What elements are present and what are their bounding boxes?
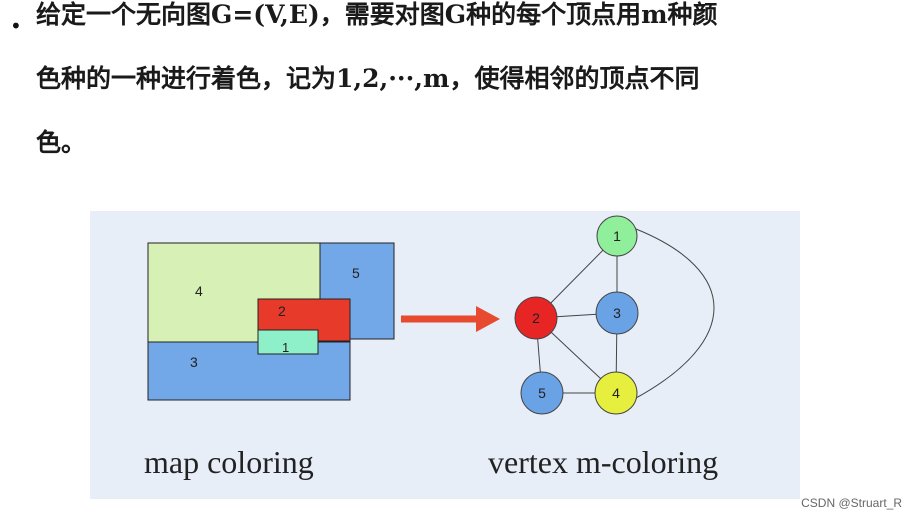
coloring-figure: 4 5 3 2 1 1 2 — [90, 211, 800, 499]
graph-node-4-label: 4 — [612, 385, 620, 401]
map-label-3: 3 — [190, 354, 198, 370]
graph-node-2-circle — [514, 296, 558, 340]
arrow-icon — [401, 306, 500, 332]
map-label-1: 1 — [282, 340, 289, 355]
graph-node-5: 5 — [520, 371, 564, 415]
graph-node-3-circle — [595, 291, 639, 335]
arrow-head — [476, 306, 500, 332]
map-region-3 — [147, 341, 351, 401]
text-line-1: 给定一个无向图G=(V,E)，需要对图G种的每个顶点用m种颜 — [36, 0, 718, 29]
graph-node-2: 2 — [514, 296, 558, 340]
map-region-1 — [257, 329, 319, 355]
text-line-3: 色。 — [36, 128, 87, 157]
graph-node-3-label: 3 — [613, 305, 621, 321]
map-label-2: 2 — [278, 303, 286, 319]
map-label-4: 4 — [195, 283, 203, 299]
graph-node-2-label: 2 — [532, 310, 540, 326]
watermark: CSDN @Struart_R — [801, 496, 902, 510]
graph-node-3: 3 — [595, 291, 639, 335]
graph-diagram: 1 2 3 4 5 — [514, 215, 715, 415]
graph-node-4-circle — [594, 371, 638, 415]
figure-svg: 4 5 3 2 1 1 2 — [147, 215, 715, 415]
graph-node-1-label: 1 — [613, 228, 621, 244]
bullet-point: • — [10, 14, 22, 38]
text-line-2: 色种的一种进行着色，记为1,2,···,m，使得相邻的顶点不同 — [36, 64, 700, 93]
map-label-5: 5 — [352, 265, 360, 281]
paragraph: 给定一个无向图G=(V,E)，需要对图G种的每个顶点用m种颜 色种的一种进行着色… — [36, 0, 906, 189]
graph-edge-1-4 — [635, 228, 715, 399]
graph-node-5-label: 5 — [538, 385, 546, 401]
map-diagram: 4 5 3 2 1 — [147, 242, 395, 401]
graph-node-5-circle — [520, 371, 564, 415]
graph-caption: vertex m-coloring — [488, 444, 719, 480]
graph-node-4: 4 — [594, 371, 638, 415]
graph-node-1-circle — [596, 215, 638, 257]
graph-node-1: 1 — [596, 215, 638, 257]
map-caption: map coloring — [144, 444, 314, 480]
